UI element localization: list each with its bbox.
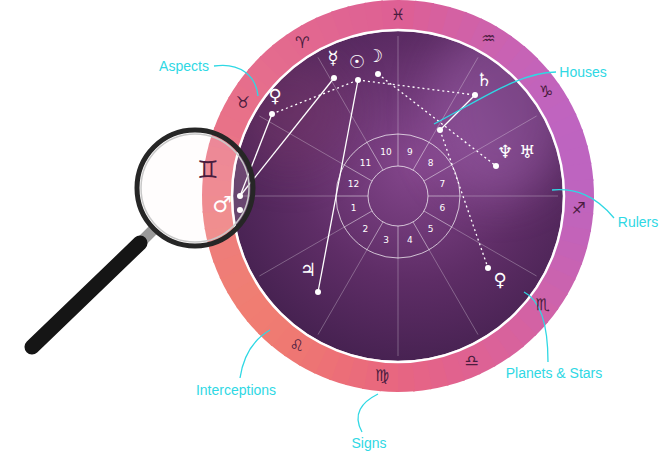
house-cusps [238,36,558,356]
planet-dot [375,71,381,77]
aspect-line [440,130,488,268]
planet-dot [472,92,478,98]
house-number: 3 [383,236,389,245]
house-number: 2 [363,224,369,233]
zodiac-sign: ♓ [391,7,405,23]
aspect-line [272,80,358,114]
house-divider [398,134,399,166]
disk-glow [230,20,570,200]
zodiac-sign: ♉ [236,95,250,111]
zodiac-sign: ♏ [535,297,549,313]
planet-dot [493,163,499,169]
planet-glyph: ♅ [519,143,535,161]
callout-label: Signs [351,436,386,450]
ring-segment [396,360,415,392]
leader-line [552,190,614,218]
magnifier-handle [32,243,140,347]
callout-label: Planets & Stars [506,366,603,380]
house-divider [428,196,460,197]
house-number: 1 [351,203,357,212]
house-wheel-inner [368,166,428,226]
callout-leaders [214,65,614,432]
leader-line [214,65,258,96]
magnifier [32,130,253,347]
leader-line [434,72,556,124]
zodiac-sign: ♌ [290,338,304,354]
house-cusp [452,227,537,276]
house-cusp [318,250,367,335]
house-number: 5 [428,224,434,233]
house-number: 7 [440,180,446,189]
lens-rim [141,134,249,242]
ring-segment [562,179,594,198]
house-divider [367,222,383,250]
house-cusp [429,250,478,335]
leader-line [358,394,378,432]
zodiac-sign: ♑ [539,84,553,100]
planet-dot [437,127,443,133]
ring-border [232,30,564,362]
planet-glyph: ☿ [327,49,338,67]
house-cusp [452,116,537,165]
house-number: 4 [407,236,413,245]
house-divider [398,226,399,258]
planet-glyph: ♀ [493,271,506,289]
planet-glyph: ☽ [367,47,383,65]
zodiac-sign: ♎ [464,353,478,369]
planet-glyph: ☉ [349,53,365,71]
planet-glyph: ♀ [268,87,281,105]
house-cusp [259,116,344,165]
house-number: 12 [348,180,359,189]
callout-label: Aspects [159,59,209,73]
zodiac-ring [202,0,594,392]
house-divider [336,196,368,197]
callout-label: Houses [559,65,606,79]
planet-dot [355,77,361,83]
house-number: 8 [428,159,434,168]
planet-glyph: ♂ [212,194,232,216]
planet-glyph: ♄ [476,71,492,89]
house-number: 10 [380,147,391,156]
magnifier-lens [137,130,253,246]
house-number: 6 [440,203,446,212]
zodiac-sign: ♍ [375,368,389,384]
callout-label: Interceptions [196,383,276,397]
house-number: 9 [407,147,413,156]
callout-label: Rulers [618,215,658,229]
house-divider [413,222,429,250]
zodiac-sign: ♐ [571,201,585,217]
zodiac-sign: ♒ [481,31,495,47]
planet-dot [315,289,321,295]
planet-dot [331,75,337,81]
planet-glyph: ♃ [300,261,316,279]
house-cusp [398,258,399,356]
aspect-line [358,80,475,95]
aspect-lines [237,71,499,295]
planet-dot [269,111,275,117]
aspect-line [440,95,475,130]
zodiac-sign: ♈ [295,35,309,51]
leader-line [240,330,270,378]
house-cusp [429,57,478,142]
house-cusp [460,196,558,197]
house-divider [413,142,429,170]
planet-dot [485,265,491,271]
house-wheel-outer [336,134,460,258]
zodiac-sign: ♊ [197,158,219,182]
planet-glyph: ♆ [497,143,513,161]
house-number: 11 [360,159,371,168]
